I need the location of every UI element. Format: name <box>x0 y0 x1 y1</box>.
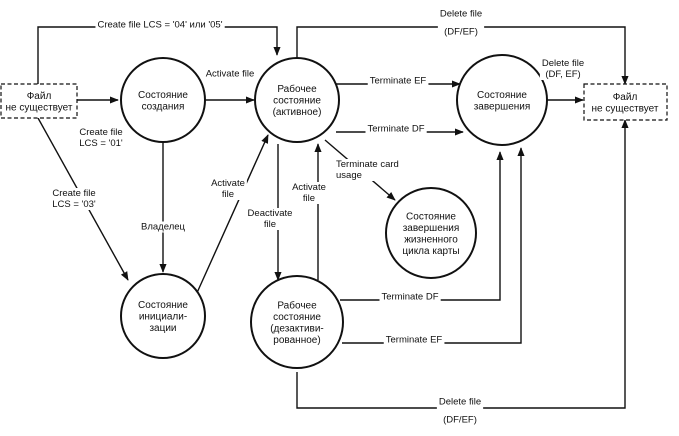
label-backdrop <box>50 188 98 210</box>
edge-label-activate-from-init-line: Activate <box>211 178 245 189</box>
edge-label-delete-from-termination-line: Delete file <box>542 58 584 69</box>
node-label-card-lifecycle-end-line: завершения <box>403 223 460 234</box>
label-backdrop <box>334 159 401 181</box>
edge-label-create-01-line: LCS = '01' <box>79 138 123 149</box>
edge-label-delete-top: Delete file (DF/EF) <box>440 9 482 38</box>
edge-label-owner: Владелец <box>141 222 186 233</box>
node-label-card-lifecycle-end-line: жизненного <box>404 234 458 245</box>
node-label-nonexistent-left-line: не существует <box>6 102 73 113</box>
label-backdrop <box>367 75 429 87</box>
node-label-termination-line: Состояние <box>477 90 527 101</box>
label-backdrop <box>209 178 247 200</box>
edge-label-delete-bottom-line: (DF/EF) <box>443 415 477 426</box>
node-label-operational-active-line: состояние <box>273 96 321 107</box>
edge-label-terminate-card-usage-line: Terminate card <box>336 159 399 170</box>
edge-label-terminate-ef-active-line: Terminate EF <box>370 76 427 87</box>
label-backdrop <box>77 127 125 149</box>
edge-label-activate-from-deactivated-line: file <box>303 193 315 204</box>
edge-label-terminate-ef-deact: Terminate EF <box>386 335 443 346</box>
node-label-operational-deactivated-line: Рабочее <box>277 299 317 311</box>
node-label-operational-deactivated-line: (дезактиви- <box>270 323 324 334</box>
label-backdrop <box>383 334 445 346</box>
edge-label-terminate-df-active-line: Terminate DF <box>367 124 424 135</box>
edge-label-terminate-df-deact: Terminate DF <box>381 292 438 303</box>
edge-label-terminate-df-active: Terminate DF <box>367 124 424 135</box>
node-initialization-state <box>120 273 206 359</box>
label-backdrop <box>139 221 188 233</box>
edge-label-delete-bottom: Delete file (DF/EF) <box>439 397 481 426</box>
node-file-not-exists-right <box>583 83 668 121</box>
node-label-operational-active-line: (активное) <box>273 107 322 118</box>
node-label-card-lifecycle-end-line: Состояние <box>406 211 456 222</box>
edge-label-owner-line: Владелец <box>141 222 186 233</box>
edge-label-delete-bottom-line: Delete file <box>439 397 481 408</box>
edge-activate-from-init <box>195 134 269 296</box>
node-label-card-lifecycle-end-line: цикла карты <box>402 246 459 257</box>
node-label-nonexistent-right-line: Файл <box>613 92 638 103</box>
edge-label-delete-from-termination: Delete file(DF, EF) <box>542 58 584 80</box>
label-backdrop <box>245 208 295 230</box>
node-label-nonexistent-right-line: не существует <box>592 103 659 114</box>
node-label-creation-line: создания <box>142 101 185 112</box>
label-backdrop <box>379 291 441 303</box>
edge-label-create-04-05-line: Create file LCS = '04' или '05' <box>97 20 222 31</box>
edge-label-terminate-df-deact-line: Terminate DF <box>381 292 438 303</box>
edge-label-create-01-line: Create file <box>79 127 122 138</box>
edge-label-activate-from-init-line: file <box>222 189 234 200</box>
edge-label-delete-top-line: Delete file <box>440 9 482 20</box>
edge-labels: Create file LCS = '04' или '05' Create fi… <box>50 8 587 426</box>
node-termination-state <box>456 54 548 146</box>
node-label-termination-line: завершения <box>474 101 531 112</box>
edge-label-delete-from-termination-line: (DF, EF) <box>545 69 580 80</box>
node-card-lifecycle-end-state <box>385 187 477 279</box>
label-backdrop <box>290 182 328 204</box>
node-file-not-exists-left <box>0 83 78 119</box>
label-backdrop <box>436 396 484 426</box>
node-creation-state <box>120 57 206 143</box>
node-label-operational-deactivated-line: рованное) <box>273 335 320 346</box>
edge-label-create-03-line: Create file <box>52 188 95 199</box>
edge-label-delete-top-line: (DF/EF) <box>444 27 478 38</box>
edge-label-create-03-line: LCS = '03' <box>52 199 96 210</box>
label-backdrop <box>365 123 427 135</box>
label-backdrop <box>539 58 587 80</box>
node-label-initialization-line: зации <box>149 323 176 334</box>
edge-label-activate-from-deactivated-line: Activate <box>292 182 326 193</box>
edge-label-deactivate-line: file <box>264 219 276 230</box>
edge-label-terminate-ef-deact-line: Terminate EF <box>386 335 443 346</box>
node-operational-active-state <box>254 57 340 143</box>
label-backdrop <box>95 19 225 31</box>
node-label-operational-active-line: Рабочее <box>277 83 317 95</box>
edge-label-activate-from-creation: Activate file <box>206 69 255 80</box>
edge-label-terminate-ef-active: Terminate EF <box>370 76 427 87</box>
node-label-initialization-line: инициали- <box>139 312 187 323</box>
edge-label-terminate-card-usage-line: usage <box>336 170 362 181</box>
node-label-creation-line: Состояние <box>138 90 188 101</box>
edge-label-deactivate-line: Deactivate <box>248 208 293 219</box>
node-operational-deactivated-state <box>250 275 344 369</box>
node-label-nonexistent-left-line: Файл <box>27 91 52 102</box>
edge-label-activate-from-creation-line: Activate file <box>206 69 255 80</box>
edge-label-create-04-05: Create file LCS = '04' или '05' <box>97 20 222 31</box>
label-backdrop <box>203 68 257 80</box>
label-backdrop <box>437 8 485 38</box>
node-label-initialization-line: Состояние <box>138 300 188 311</box>
node-label-operational-deactivated-line: состояние <box>273 312 321 323</box>
